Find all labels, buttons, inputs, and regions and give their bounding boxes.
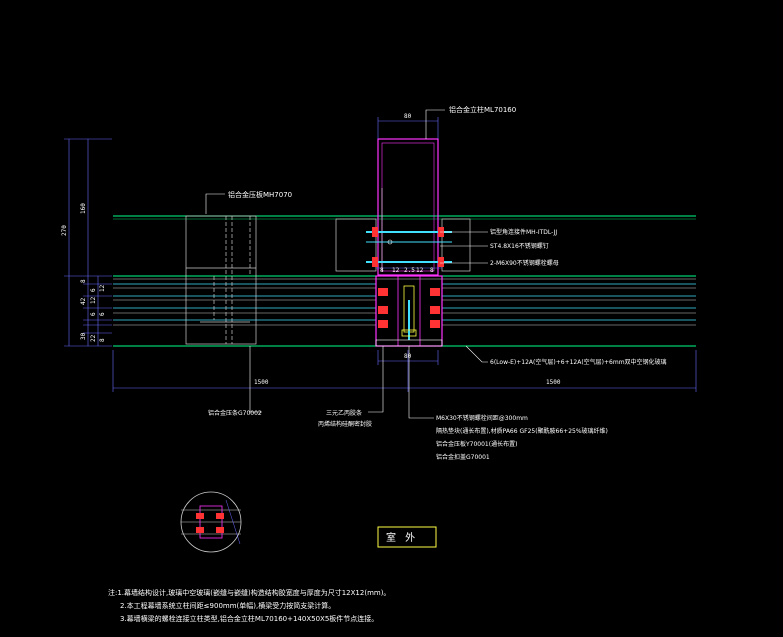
label-note-right-2: 隔热垫块(通长布置),材质PA66 GF25(聚酰胺66+25%玻璃纤维) bbox=[436, 427, 608, 435]
label-note-right-1: M6X30不锈钢螺栓间距@300mm bbox=[436, 414, 528, 422]
dim-mid-a: 8 bbox=[380, 267, 384, 274]
dim-v-c: 6 bbox=[90, 288, 97, 292]
dim-mid-d: 12 bbox=[416, 267, 424, 274]
dim-v-total: 270 bbox=[61, 225, 68, 236]
label-mullion: 铝合金立柱ML70160 bbox=[449, 105, 516, 114]
leaders bbox=[205, 109, 488, 419]
glass-lines bbox=[113, 215, 696, 347]
label-screw: ST4.8X16不锈钢螺钉 bbox=[490, 242, 549, 250]
label-cover: 铝合金压板MH7070 bbox=[228, 190, 292, 199]
left-cover-profile bbox=[185, 215, 257, 345]
label-press-plate: 铝合金压条G70002 bbox=[208, 409, 262, 417]
dim-v-j: 8 bbox=[99, 338, 106, 342]
detail-circle bbox=[180, 491, 242, 553]
dim-v-e: 6 bbox=[90, 312, 97, 316]
label-connector: 铝型角连接件MH-ITDL-JJ bbox=[490, 228, 557, 236]
note-3: 3.幕墙横梁的螺栓连接立柱类型,铝合金立柱ML70160+140X50X5板件节… bbox=[120, 614, 378, 623]
note-1: 注:1.幕墙结构设计,玻璃中空玻璃(嵌缝与嵌缝)构造结构胶宽度与厚度为尺寸12X… bbox=[108, 588, 390, 597]
label-bolt: 2-M6X90不锈钢螺栓螺母 bbox=[490, 259, 559, 267]
note-2: 2.本工程幕墙系统立柱间距≤900mm(单幅),横梁受力按简支梁计算。 bbox=[120, 601, 335, 610]
outdoor-label: 室 外 bbox=[386, 531, 418, 544]
label-sealant-2: 丙烯结构硅酮密封胶 bbox=[318, 420, 372, 428]
dim-v-a: 8 bbox=[80, 279, 87, 283]
dim-v-g: 6 bbox=[99, 312, 106, 316]
dim-bottom-width: 80 bbox=[404, 353, 412, 360]
dim-mid-c: 2.5 bbox=[404, 267, 415, 274]
mullion bbox=[366, 138, 452, 276]
label-sealant-1: 三元乙丙胶条 bbox=[326, 409, 362, 417]
label-glass: 6(Low-E)+12A(空气层)+6+12A(空气层)+6mm双中空钢化玻璃 bbox=[490, 358, 667, 366]
dim-left-span: 1500 bbox=[254, 379, 269, 386]
dim-v-f: 12 bbox=[99, 284, 106, 292]
dim-v-h: 30 bbox=[80, 332, 87, 340]
dim-mid-b: 12 bbox=[392, 267, 400, 274]
dim-mid-e: 8 bbox=[430, 267, 434, 274]
dim-v-upper: 160 bbox=[80, 203, 87, 214]
label-note-right-4: 铝合金扣盖G70001 bbox=[436, 453, 490, 461]
connector-block bbox=[335, 218, 471, 272]
dim-right-span: 1500 bbox=[546, 379, 561, 386]
dimensions bbox=[64, 117, 697, 392]
dim-v-i: 22 bbox=[90, 334, 97, 342]
dim-top-width: 80 bbox=[404, 113, 412, 120]
dim-v-b: 42 bbox=[80, 297, 87, 305]
label-note-right-3: 铝合金压板Y70001(通长布置) bbox=[436, 440, 517, 448]
pressure-plate-section bbox=[375, 275, 443, 347]
outdoor-box bbox=[377, 526, 437, 548]
dim-v-d: 12 bbox=[90, 296, 97, 304]
